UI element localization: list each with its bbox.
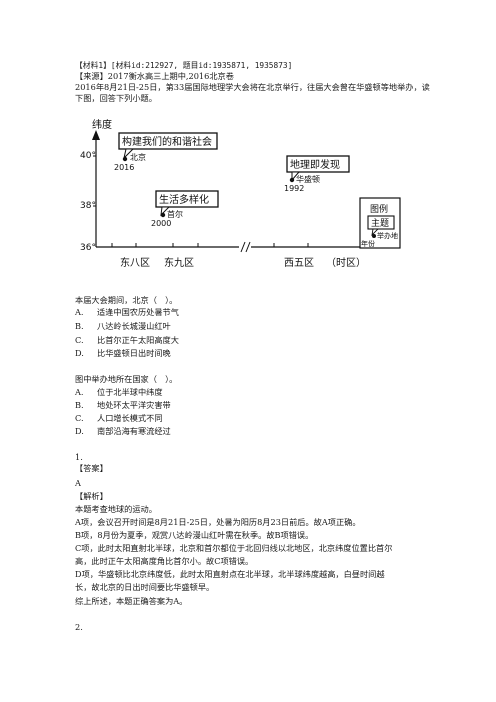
q1-option-a: A.适逢中国农历处暑节气 <box>75 307 179 317</box>
analysis-line-3: B项，8月份为夏季，观赏八达岭漫山红叶需在秋季。故B项错误。 <box>75 530 314 540</box>
q2-option-b: B.地处环太平洋灾害带 <box>75 400 171 410</box>
analysis-line-5: 高，此时正午太阳高度角比首尔小。故C项错误。 <box>75 556 254 566</box>
q2-option-c: C.人口增长模式不同 <box>75 413 163 423</box>
q2-option-a: A.位于北半球中纬度 <box>75 387 163 397</box>
analysis-line-2: A项，会议召开时间是8月21日-25日，处暑为阳历8月23日前后。故A项正确。 <box>75 517 361 527</box>
y-tick-36: 36° <box>80 243 96 253</box>
theme-box-seoul <box>155 190 219 208</box>
theme-seoul: 生活多样化 <box>159 193 209 206</box>
answer1-value: A <box>75 478 81 488</box>
city-washington: 华盛顿 <box>296 174 320 184</box>
year-beijing: 2016 <box>114 163 134 172</box>
y-tick-38: 38° <box>80 201 96 211</box>
q1-option-c: C.比首尔正午太阳高度大 <box>75 335 179 345</box>
axis-break-mark <box>245 241 251 253</box>
theme-box-washington <box>286 155 350 173</box>
q1-option-d: D.比华盛顿日出时间晚 <box>75 348 171 358</box>
year-washington: 1992 <box>284 184 304 193</box>
y-axis-title: 纬度 <box>92 118 112 131</box>
q2-stem: 图中举办地所在国家（ ）。 <box>75 374 178 384</box>
answer2-number: 2. <box>75 622 83 632</box>
theme-washington: 地理即发现 <box>290 158 340 171</box>
city-dot-washington <box>289 177 295 183</box>
city-dot-seoul <box>160 212 166 218</box>
legend-theme-box <box>367 215 395 230</box>
y-axis-arrow <box>92 130 100 140</box>
y-tick-40: 40° <box>80 151 96 161</box>
analysis-line-7: 长，故北京的日出时间要比华盛顿早。 <box>75 582 215 592</box>
material-line: 【材料1】[材料id:212927, 题目id:1935871, 1935873… <box>75 61 293 70</box>
axis-break-mark <box>240 241 246 253</box>
legend-title: 图例 <box>370 203 388 215</box>
x-tick-east9: 东九区 <box>164 256 194 269</box>
answer1-number: 1. <box>75 452 83 462</box>
x-tick-west5: 西五区 <box>284 257 314 269</box>
x-tick-east8: 东八区 <box>120 256 150 269</box>
legend-theme: 主题 <box>371 217 389 229</box>
answer1-label: 【答案】 <box>75 463 108 473</box>
intro-text: 2016年8月21日-25日，第33届国际地理学大会将在北京举行，往届大会曾在华… <box>75 82 430 103</box>
q1-option-b: B.八达岭长城漫山红叶 <box>75 321 171 331</box>
analysis-label: 【解析】 <box>75 491 108 501</box>
legend-city-dot <box>372 234 376 238</box>
conference-figure: 纬度 40° 38° 36° 东八区 东九区 西五区 （时区） 构建我们的和谐社… <box>80 118 401 269</box>
city-seoul: 首尔 <box>167 209 183 219</box>
analysis-line-8: 综上所述，本题正确答案为A。 <box>75 596 188 606</box>
theme-box-beijing <box>118 132 218 150</box>
legend-city: 举办地 <box>377 231 398 240</box>
q2-option-d: D.南部沿海有寒流经过 <box>75 426 171 436</box>
x-axis-unit: （时区） <box>326 257 366 269</box>
source-line: 【来源】2017衡水高三上期中,2016北京卷 <box>75 71 234 81</box>
city-beijing: 北京 <box>130 152 146 162</box>
theme-beijing: 构建我们的和谐社会 <box>122 135 212 148</box>
analysis-line-4: C项，此时太阳直射北半球，北京和首尔都位于北回归线以北地区，北京纬度位置比首尔 <box>75 543 393 553</box>
q1-stem: 本届大会期间，北京（ ）。 <box>75 295 178 305</box>
analysis-line-6: D项，华盛顿比北京纬度低，此时太阳直射点在北半球，北半球纬度越高，白昼时间越 <box>75 569 385 579</box>
analysis-line-1: 本题考查地球的运动。 <box>75 504 157 514</box>
city-dot-beijing <box>122 156 128 162</box>
year-seoul: 2000 <box>151 219 171 228</box>
legend-year: 年份 <box>361 239 375 248</box>
